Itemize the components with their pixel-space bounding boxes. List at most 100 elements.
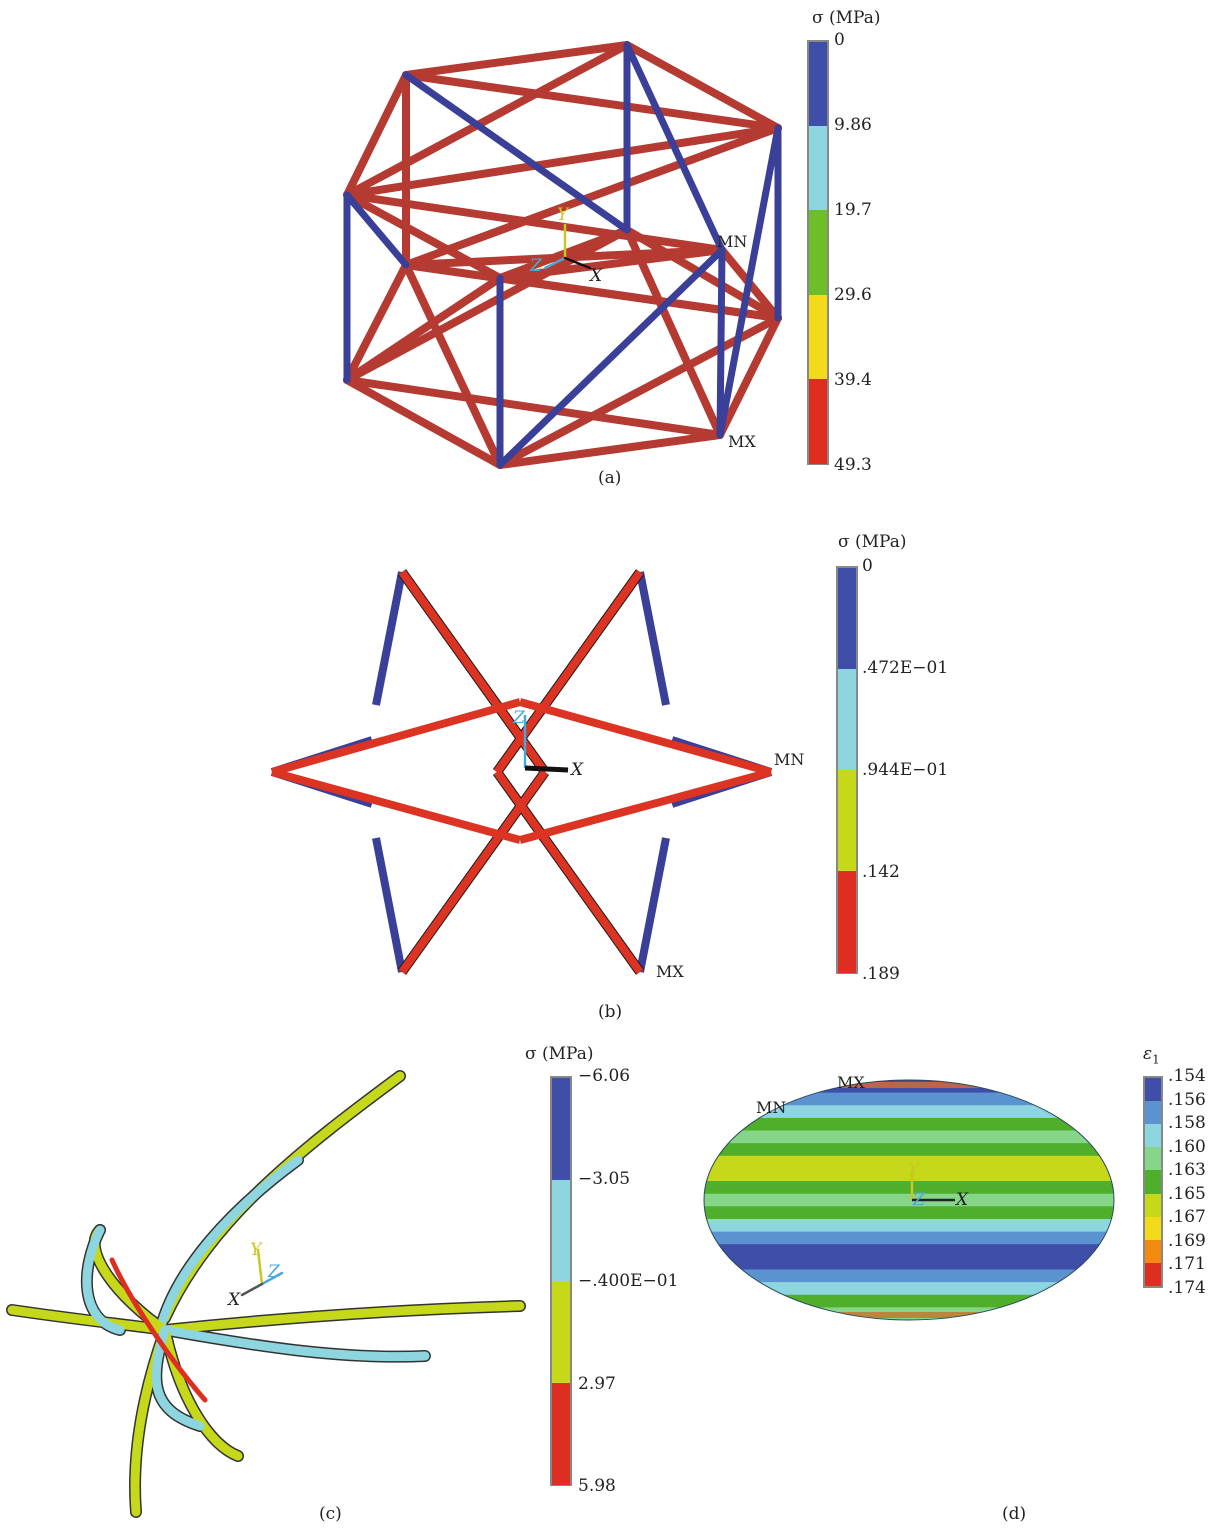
legend-tick-label: .156 <box>1168 1089 1206 1110</box>
legend-title-symbol: ε <box>1143 1044 1153 1064</box>
legend-band <box>809 378 827 464</box>
legend-band <box>838 770 856 872</box>
min-label: MN <box>774 750 805 769</box>
color-legend <box>550 1076 572 1486</box>
legend-band <box>552 1179 570 1282</box>
legend-band <box>1145 1262 1161 1287</box>
axis-label-y: Y <box>250 1240 262 1260</box>
surface-band <box>704 1193 1114 1207</box>
caption: (b) <box>598 1002 623 1022</box>
surface-band <box>704 1117 1114 1132</box>
legend-band <box>1145 1078 1161 1102</box>
surface-band <box>704 1105 1114 1119</box>
legend-tick-label: 39.4 <box>834 370 872 390</box>
axis-label-x: X <box>228 1290 241 1310</box>
legend-tick-label: 29.6 <box>834 285 872 305</box>
legend-title: ε1 <box>1143 1044 1160 1066</box>
truss-frame-b <box>270 569 773 975</box>
legend-tick-label: 49.3 <box>834 455 872 475</box>
min-label: MN <box>717 232 748 251</box>
max-label: MX <box>656 962 684 981</box>
max-label: MX <box>837 1073 865 1092</box>
surface-band <box>704 1218 1114 1233</box>
legend-band <box>552 1281 570 1384</box>
legend-band <box>809 294 827 380</box>
legend-tick-label: 0 <box>862 556 873 576</box>
legend-tick-label: −3.05 <box>578 1168 631 1189</box>
color-legend <box>836 566 858 974</box>
axis-label-z: Z <box>913 1190 925 1210</box>
legend-band <box>809 126 827 212</box>
legend-tick-label: −.400E−01 <box>578 1271 679 1291</box>
legend-title: σ (MPa) <box>525 1044 594 1064</box>
surface-band <box>704 1130 1114 1144</box>
legend-tick-label: 0 <box>834 30 845 50</box>
surface-band <box>704 1168 1114 1182</box>
legend-tick-label: .160 <box>1168 1136 1206 1157</box>
truss-frame-a <box>343 41 782 469</box>
surface-band <box>704 1206 1114 1220</box>
axis-label-x: X <box>590 266 603 286</box>
legend-band <box>1145 1101 1161 1125</box>
legend-band <box>809 42 827 128</box>
surface-hot-rim <box>830 1312 1000 1318</box>
legend-band <box>809 210 827 296</box>
surface-hot-rim <box>830 1082 1000 1088</box>
color-legend <box>1143 1076 1163 1288</box>
legend-tick-label: .169 <box>1168 1230 1206 1251</box>
surface-band <box>704 1294 1114 1308</box>
legend-band <box>1145 1239 1161 1264</box>
legend-tick-label: .165 <box>1168 1183 1206 1204</box>
legend-title: σ (MPa) <box>838 532 907 552</box>
legend-tick-label: .142 <box>862 862 900 882</box>
legend-tick-label: 19.7 <box>834 200 872 220</box>
legend-tick-label: .944E−01 <box>862 760 949 780</box>
legend-band <box>1145 1170 1161 1194</box>
surface-band <box>704 1256 1114 1270</box>
legend-tick-label: 9.86 <box>834 115 872 135</box>
surface-band <box>704 1181 1114 1195</box>
legend-tick-label: .163 <box>1168 1160 1206 1181</box>
panel-a: Y Z X MN MX σ (MPa) 0 9.86 19.7 29.6 39.4 49.… <box>0 0 1217 500</box>
legend-tick-label: −6.06 <box>578 1066 631 1086</box>
legend-band <box>1145 1124 1161 1148</box>
surface-band <box>704 1244 1114 1258</box>
legend-title-subscript: 1 <box>1152 1052 1160 1067</box>
legend-tick-label: 5.98 <box>578 1476 616 1496</box>
panel-b: Z X MN MX σ (MPa) 0.472E−01.944E−01.142.… <box>270 532 949 1022</box>
surface-band <box>704 1143 1114 1157</box>
surface-band <box>704 1231 1114 1245</box>
surface-band <box>704 1269 1114 1283</box>
color-legend <box>807 40 829 465</box>
legend-tick-label: .472E−01 <box>862 658 949 678</box>
beam-fibers-c <box>6 1070 526 1518</box>
legend-tick-label: 2.97 <box>578 1373 616 1394</box>
axis-label-x: X <box>571 760 584 780</box>
caption: (a) <box>598 468 622 488</box>
axis-label-y: Y <box>557 205 569 225</box>
axis-label-z: Z <box>530 256 542 276</box>
legend-title: σ (MPa) <box>812 8 881 28</box>
caption: (d) <box>1002 1504 1027 1524</box>
legend-band <box>838 669 856 771</box>
legend-band <box>838 871 856 973</box>
legend-band <box>552 1382 570 1485</box>
legend-tick-label: .167 <box>1168 1207 1206 1228</box>
min-label: MN <box>756 1098 787 1117</box>
axis-label-y: Y <box>908 1160 920 1180</box>
legend-band <box>1145 1216 1161 1241</box>
legend-tick-label: .154 <box>1168 1066 1206 1086</box>
surface-band <box>704 1155 1114 1169</box>
axis-label-z: Z <box>513 708 525 728</box>
legend-band <box>552 1078 570 1181</box>
legend-band <box>1145 1147 1161 1171</box>
legend-tick-label: .158 <box>1168 1113 1206 1134</box>
max-label: MX <box>728 432 756 451</box>
legend-tick-label: .174 <box>1168 1278 1206 1298</box>
caption: (c) <box>319 1504 342 1524</box>
legend-band <box>1145 1193 1161 1218</box>
axis-label-x: X <box>956 1190 969 1210</box>
